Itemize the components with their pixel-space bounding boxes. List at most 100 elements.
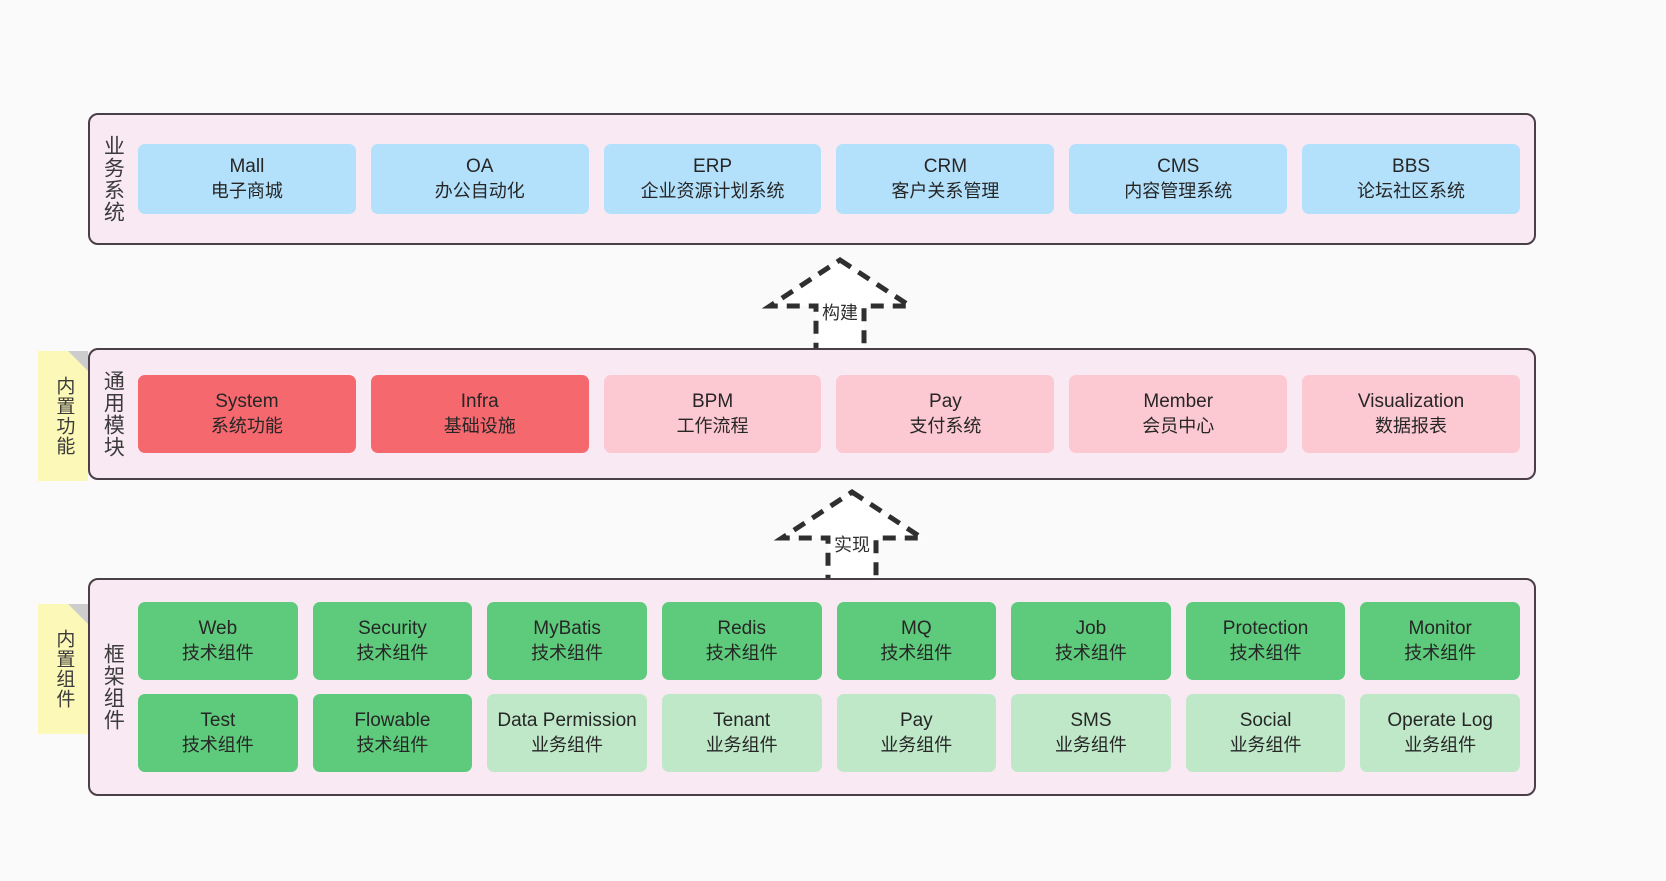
node-title-cn: 业务组件 — [880, 734, 953, 755]
node-title-en: CMS — [1157, 156, 1200, 178]
node-title-en: Job — [1075, 618, 1107, 640]
node-infra[interactable]: Infra 基础设施 — [370, 375, 589, 453]
node-title-cn: 业务组件 — [1229, 734, 1302, 755]
node-title-en: Flowable — [354, 710, 431, 732]
node-crm[interactable]: CRM 客户关系管理 — [836, 144, 1055, 214]
node-mybatis[interactable]: MyBatis 技术组件 — [487, 602, 647, 680]
node-title-cn: 技术组件 — [181, 642, 254, 663]
node-title-cn: 电子商城 — [210, 180, 283, 201]
node-title-en: SMS — [1070, 710, 1112, 732]
node-title-cn: 客户关系管理 — [891, 180, 1000, 201]
node-title-en: Security — [358, 618, 427, 640]
node-title-en: Data Permission — [497, 710, 637, 732]
node-social[interactable]: Social 业务组件 — [1185, 694, 1346, 772]
node-mall[interactable]: Mall 电子商城 — [138, 144, 356, 214]
node-redis[interactable]: Redis 技术组件 — [661, 602, 822, 680]
node-title-cn: 技术组件 — [531, 642, 604, 663]
layer-body-common-module: System 系统功能 Infra 基础设施 BPM 工作流程 Pay 支付系统… — [134, 350, 1534, 478]
node-pay-business[interactable]: Pay 业务组件 — [836, 694, 997, 772]
node-mq[interactable]: MQ 技术组件 — [836, 602, 997, 680]
node-title-cn: 技术组件 — [1404, 642, 1477, 663]
node-title-en: Social — [1239, 710, 1292, 732]
node-title-cn: 业务组件 — [1054, 734, 1127, 755]
node-title-en: Monitor — [1408, 618, 1472, 640]
node-bpm[interactable]: BPM 工作流程 — [603, 375, 822, 453]
node-sms[interactable]: SMS 业务组件 — [1011, 694, 1171, 772]
implement-arrow-label: 实现 — [834, 535, 870, 555]
node-pay[interactable]: Pay 支付系统 — [836, 375, 1055, 453]
node-security[interactable]: Security 技术组件 — [312, 602, 473, 680]
node-member[interactable]: Member 会员中心 — [1069, 375, 1288, 453]
node-row: Web 技术组件 Security 技术组件 MyBatis 技术组件 Redi… — [138, 602, 1520, 680]
node-title-cn: 技术组件 — [1054, 642, 1127, 663]
node-monitor[interactable]: Monitor 技术组件 — [1360, 602, 1520, 680]
node-title-cn: 论坛社区系统 — [1357, 180, 1466, 201]
layer-title-business-system: 业务系统 — [101, 135, 125, 223]
node-title-en: Redis — [717, 618, 766, 640]
build-arrow-label: 构建 — [822, 303, 858, 323]
builtin-function-note: 内置功能 — [38, 351, 88, 481]
node-title-en: Member — [1143, 391, 1214, 413]
node-title-cn: 工作流程 — [676, 415, 749, 436]
node-title-en: Tenant — [713, 710, 771, 732]
node-bbs[interactable]: BBS 论坛社区系统 — [1302, 144, 1520, 214]
node-title-cn: 业务组件 — [1404, 734, 1477, 755]
page-fold-icon — [68, 604, 88, 624]
node-title-cn: 技术组件 — [1229, 642, 1302, 663]
node-title-en: BBS — [1392, 156, 1431, 178]
build-arrow: 构建 — [760, 256, 920, 352]
builtin-component-note: 内置组件 — [38, 604, 88, 734]
node-title-en: Pay — [929, 391, 962, 413]
node-title-cn: 业务组件 — [705, 734, 778, 755]
node-test[interactable]: Test 技术组件 — [138, 694, 298, 772]
node-title-cn: 内容管理系统 — [1124, 180, 1233, 201]
node-title-cn: 基础设施 — [443, 415, 516, 436]
node-title-cn: 支付系统 — [909, 415, 982, 436]
node-title-en: BPM — [691, 391, 734, 413]
node-title-cn: 技术组件 — [181, 734, 254, 755]
node-title-cn: 数据报表 — [1375, 415, 1448, 436]
node-title-en: ERP — [693, 156, 733, 178]
node-row: Mall 电子商城 OA 办公自动化 ERP 企业资源计划系统 CRM 客户关系… — [138, 144, 1520, 214]
node-visualization[interactable]: Visualization 数据报表 — [1302, 375, 1520, 453]
node-title-en: MQ — [901, 618, 932, 640]
builtin-component-note-label: 内置组件 — [53, 629, 75, 709]
node-erp[interactable]: ERP 企业资源计划系统 — [603, 144, 822, 214]
node-tenant[interactable]: Tenant 业务组件 — [661, 694, 822, 772]
node-oa[interactable]: OA 办公自动化 — [370, 144, 589, 214]
node-row: System 系统功能 Infra 基础设施 BPM 工作流程 Pay 支付系统… — [138, 375, 1520, 453]
node-title-en: Mall — [229, 156, 265, 178]
node-title-cn: 办公自动化 — [434, 180, 525, 201]
node-title-en: Test — [200, 710, 236, 732]
layer-body-business-system: Mall 电子商城 OA 办公自动化 ERP 企业资源计划系统 CRM 客户关系… — [134, 115, 1534, 243]
layer-title-common-module: 通用模块 — [101, 370, 125, 458]
node-title-cn: 技术组件 — [880, 642, 953, 663]
node-title-cn: 技术组件 — [356, 642, 429, 663]
node-title-cn: 会员中心 — [1142, 415, 1215, 436]
node-title-en: Operate Log — [1387, 710, 1493, 732]
node-title-en: OA — [466, 156, 494, 178]
page-fold-icon — [68, 351, 88, 371]
node-title-cn: 技术组件 — [705, 642, 778, 663]
node-title-en: Web — [198, 618, 238, 640]
layer-business-system: 业务系统 Mall 电子商城 OA 办公自动化 ERP 企业资源计划系统 CRM… — [88, 113, 1536, 245]
node-web[interactable]: Web 技术组件 — [138, 602, 298, 680]
node-title-cn: 业务组件 — [531, 734, 604, 755]
builtin-function-note-label: 内置功能 — [53, 376, 75, 456]
node-title-cn: 企业资源计划系统 — [640, 180, 785, 201]
node-operate-log[interactable]: Operate Log 业务组件 — [1360, 694, 1520, 772]
node-title-en: Pay — [899, 710, 933, 732]
node-flowable[interactable]: Flowable 技术组件 — [312, 694, 473, 772]
node-protection[interactable]: Protection 技术组件 — [1185, 602, 1346, 680]
node-title-en: MyBatis — [533, 618, 601, 640]
node-cms[interactable]: CMS 内容管理系统 — [1069, 144, 1288, 214]
node-row: Test 技术组件 Flowable 技术组件 Data Permission … — [138, 694, 1520, 772]
node-title-en: Visualization — [1357, 391, 1465, 413]
layer-title-framework-component: 框架组件 — [101, 643, 125, 731]
node-job[interactable]: Job 技术组件 — [1011, 602, 1171, 680]
node-data-permission[interactable]: Data Permission 业务组件 — [487, 694, 647, 772]
node-title-en: Protection — [1222, 618, 1309, 640]
implement-arrow: 实现 — [772, 488, 932, 584]
node-system[interactable]: System 系统功能 — [138, 375, 356, 453]
